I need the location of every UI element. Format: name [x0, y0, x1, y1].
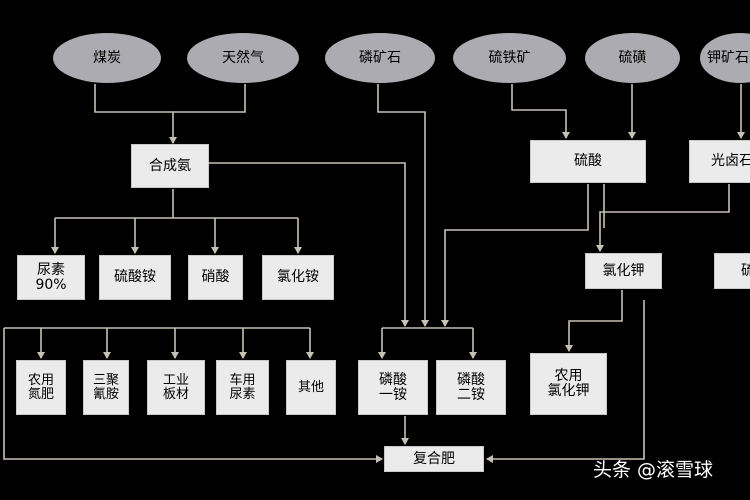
node-dap: 磷酸 二铵 — [436, 360, 506, 415]
node-potassium-chloride: 氯化钾 — [585, 253, 662, 289]
watermark: 头条 @滚雪球 — [593, 459, 714, 481]
connector-line-15 — [565, 290, 623, 352]
connector-line-1 — [173, 84, 246, 113]
connector-line-14 — [596, 184, 730, 252]
node-ag-urea: 农用 氮肥 — [16, 360, 66, 415]
node-sulfuric-acid: 硫酸 — [530, 140, 646, 183]
connector-line-8 — [209, 162, 409, 327]
node-ag-kcl: 农用 氯化钾 — [530, 353, 607, 415]
connector-line-10 — [511, 84, 570, 139]
connector-line-0 — [94, 84, 177, 144]
node-ammonium-chloride: 氯化铵 — [262, 255, 334, 300]
connector-line-9 — [377, 84, 429, 327]
node-nitric-acid: 硝酸 — [188, 255, 243, 300]
connector-line-12 — [441, 184, 589, 327]
node-pyrite: 硫铁矿 — [453, 33, 566, 83]
node-synthetic-ammonia: 合成氨 — [131, 144, 209, 188]
connector-line-26 — [3, 328, 383, 463]
node-map: 磷酸 一铵 — [358, 360, 428, 415]
node-urea: 尿素 90% — [17, 255, 85, 300]
node-ammonium-sulfate: 硫酸铵 — [99, 255, 171, 300]
node-industrial-board: 工业 板材 — [147, 360, 205, 415]
node-potassium-sulfate: 硫 — [714, 253, 750, 289]
node-phosphate-rock: 磷矿石 — [325, 33, 435, 83]
node-vehicle-urea: 车用 尿素 — [216, 360, 269, 415]
node-melamine: 三聚 氰胺 — [83, 360, 129, 415]
connector-line-27 — [486, 300, 645, 463]
node-compound-fertilizer: 复合肥 — [384, 446, 484, 472]
node-potash-ore: 钾矿石 — [700, 33, 750, 83]
node-coal: 煤炭 — [53, 33, 161, 83]
node-natural-gas: 天然气 — [187, 33, 299, 83]
node-other: 其他 — [286, 360, 336, 415]
node-brine: 光卤石 — [689, 140, 750, 183]
node-sulfur: 硫磺 — [585, 33, 680, 83]
